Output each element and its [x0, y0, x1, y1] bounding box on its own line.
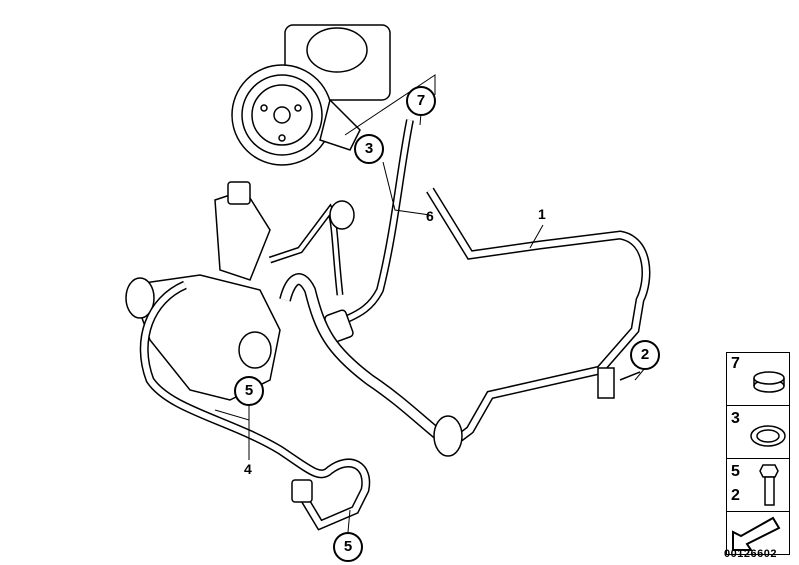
- parts-legend: 7 3 5 2: [726, 352, 790, 555]
- legend-item-arrow: [727, 512, 789, 554]
- legend-item-clamp: 7: [727, 353, 789, 406]
- legend-item-seal: 3: [727, 406, 789, 459]
- legend-number: 3: [731, 410, 740, 427]
- callout-7: 7: [406, 86, 436, 116]
- legend-number: 5: [731, 463, 740, 480]
- diagram-code: 00126602: [724, 548, 777, 560]
- legend-item-bolt: 5 2: [727, 459, 789, 512]
- power-steering-pump: [231, 24, 391, 166]
- callout-2: 2: [630, 340, 660, 370]
- callout-5-lower: 5: [333, 532, 363, 562]
- hose-1: [426, 187, 651, 449]
- legend-number: 7: [731, 355, 740, 372]
- leader-lines: [214, 74, 646, 533]
- callout-3: 3: [354, 134, 384, 164]
- steering-gear: [125, 181, 281, 401]
- label-4: 4: [244, 461, 252, 477]
- label-6: 6: [426, 208, 434, 224]
- bolt-icon: [759, 464, 779, 506]
- arrow-icon: [732, 516, 781, 551]
- hose-clamp-icon: [753, 371, 785, 393]
- legend-number: 2: [731, 487, 740, 504]
- label-1: 1: [538, 206, 546, 222]
- callout-5-upper: 5: [234, 376, 264, 406]
- seal-ring-icon: [750, 425, 786, 447]
